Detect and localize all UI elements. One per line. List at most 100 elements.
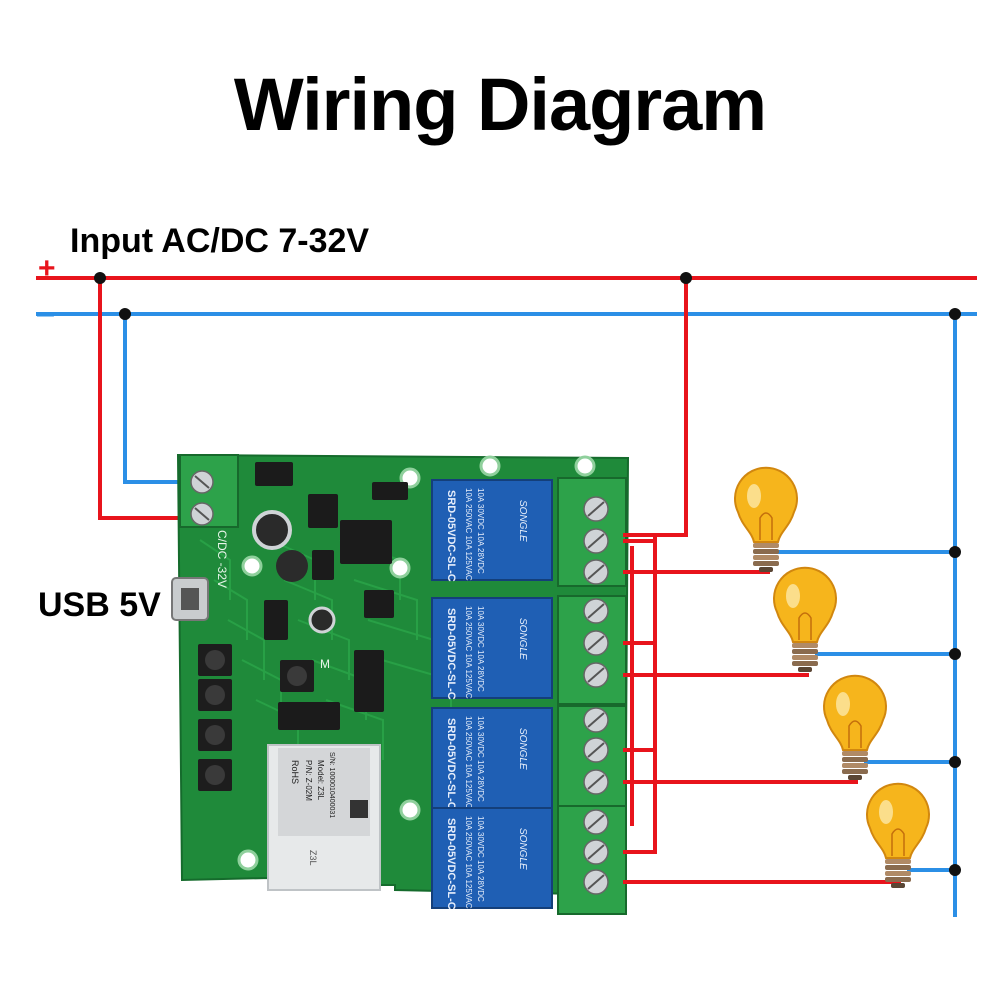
positive-polarity-label: + <box>38 252 56 285</box>
module-name-text: Z3L <box>308 850 318 866</box>
junction-dot <box>949 648 961 660</box>
light-bulb-icon <box>734 466 798 572</box>
relay-brand-text: SONGLE <box>517 728 528 770</box>
relay-rating-text: 10A 30VDC 10A 28VDC <box>476 816 485 902</box>
button-cap <box>205 725 225 745</box>
mounting-hole <box>399 799 421 821</box>
capacitor <box>308 606 336 634</box>
bulb-tip <box>891 883 905 888</box>
junction-dot <box>949 756 961 768</box>
bulb-base-ring <box>792 649 818 654</box>
bulb-base-ring <box>753 555 779 560</box>
junction-dot <box>94 272 106 284</box>
mounting-hole <box>389 557 411 579</box>
relay-body <box>431 597 553 699</box>
bulb-tip <box>798 667 812 672</box>
bulb-base-ring <box>885 865 911 870</box>
pcb-trace <box>227 619 265 680</box>
junction-dot <box>119 308 131 320</box>
module-rohs-text: RoHS <box>290 760 300 784</box>
bulb-base-ring <box>842 769 868 774</box>
bulb-base-ring <box>885 859 911 864</box>
screw-slot <box>587 874 605 890</box>
ic-chip <box>312 550 334 580</box>
relay-rating-text: 10A 250VAC 10A 125VAC <box>464 606 473 699</box>
ic-chip <box>354 650 384 712</box>
button-label: M <box>320 657 330 671</box>
screw-slot <box>587 501 605 517</box>
bulb-highlight <box>747 484 761 508</box>
screw-slot <box>587 635 605 651</box>
relay-rating-text: 10A 250VAC 10A 125VAC <box>464 716 473 809</box>
button-cap <box>205 685 225 705</box>
ic-chip <box>364 590 394 618</box>
input-voltage-label: Input AC/DC 7-32V <box>70 222 370 260</box>
bulb-base-ring <box>792 655 818 660</box>
relay-rating-text: 10A 30VDC 10A 28VDC <box>476 716 485 802</box>
screw-slot <box>587 774 605 790</box>
page-title: Wiring Diagram <box>233 63 767 146</box>
light-bulb-icon <box>866 782 930 888</box>
mounting-hole <box>237 849 259 871</box>
output-wire-layer <box>623 533 961 884</box>
button-cap <box>205 650 225 670</box>
ic-chip <box>278 702 340 730</box>
pcb-trace <box>325 699 384 760</box>
ic-chip <box>308 494 338 528</box>
module-pn-text: P/N: Z-02M <box>304 760 313 801</box>
ic-chip <box>372 482 408 500</box>
ic-chip <box>255 462 293 486</box>
wire-layer <box>36 272 977 917</box>
screw-slot <box>194 475 210 489</box>
screw-slot <box>587 844 605 860</box>
light-bulb-icon <box>773 566 837 672</box>
relay-model-text: SRD-05VDC-SL-C <box>445 490 457 582</box>
bulb-base-ring <box>753 549 779 554</box>
screw-slot <box>587 667 605 683</box>
inductor <box>276 550 308 582</box>
screw-slot <box>587 814 605 830</box>
relay-brand-text: SONGLE <box>517 618 528 660</box>
module-model-text: Model: Z3L <box>316 760 325 801</box>
bulb-base-ring <box>842 751 868 756</box>
mounting-hole <box>479 455 501 477</box>
screw-slot <box>194 507 210 521</box>
bulb-base-ring <box>885 877 911 882</box>
ic-chip <box>340 520 392 564</box>
bulb-highlight <box>786 584 800 608</box>
junction-dot <box>949 308 961 320</box>
junction-dot <box>949 864 961 876</box>
usb-port-opening <box>181 588 199 610</box>
screw-slot <box>587 712 605 728</box>
junction-dot <box>680 272 692 284</box>
relay-brand-text: SONGLE <box>517 500 528 542</box>
bulb-glass <box>773 566 837 643</box>
relay-body <box>431 479 553 581</box>
bulb-glass <box>866 782 930 859</box>
bulb-filament <box>759 512 773 540</box>
relay-model-text: SRD-05VDC-SL-C <box>445 718 457 810</box>
usb-power-label: USB 5V <box>38 586 161 624</box>
power-terminal-text: C/DC -32V <box>215 530 229 588</box>
relay-rating-text: 10A 250VAC 10A 125VAC <box>464 816 473 909</box>
mounting-hole <box>574 455 596 477</box>
junction-dot <box>949 546 961 558</box>
relay-model-text: SRD-05VDC-SL-C <box>445 608 457 700</box>
bulb-group <box>734 466 930 888</box>
bulb-base-ring <box>792 643 818 648</box>
screw-slot <box>587 603 605 619</box>
bulb-filament <box>848 720 862 748</box>
bulb-base-ring <box>842 757 868 762</box>
pcb-trace <box>353 579 418 640</box>
bulb-glass <box>823 674 887 751</box>
relay-rating-text: 10A 30VDC 10A 28VDC <box>476 606 485 692</box>
pcb-trace <box>213 579 248 640</box>
bulb-base-ring <box>842 763 868 768</box>
